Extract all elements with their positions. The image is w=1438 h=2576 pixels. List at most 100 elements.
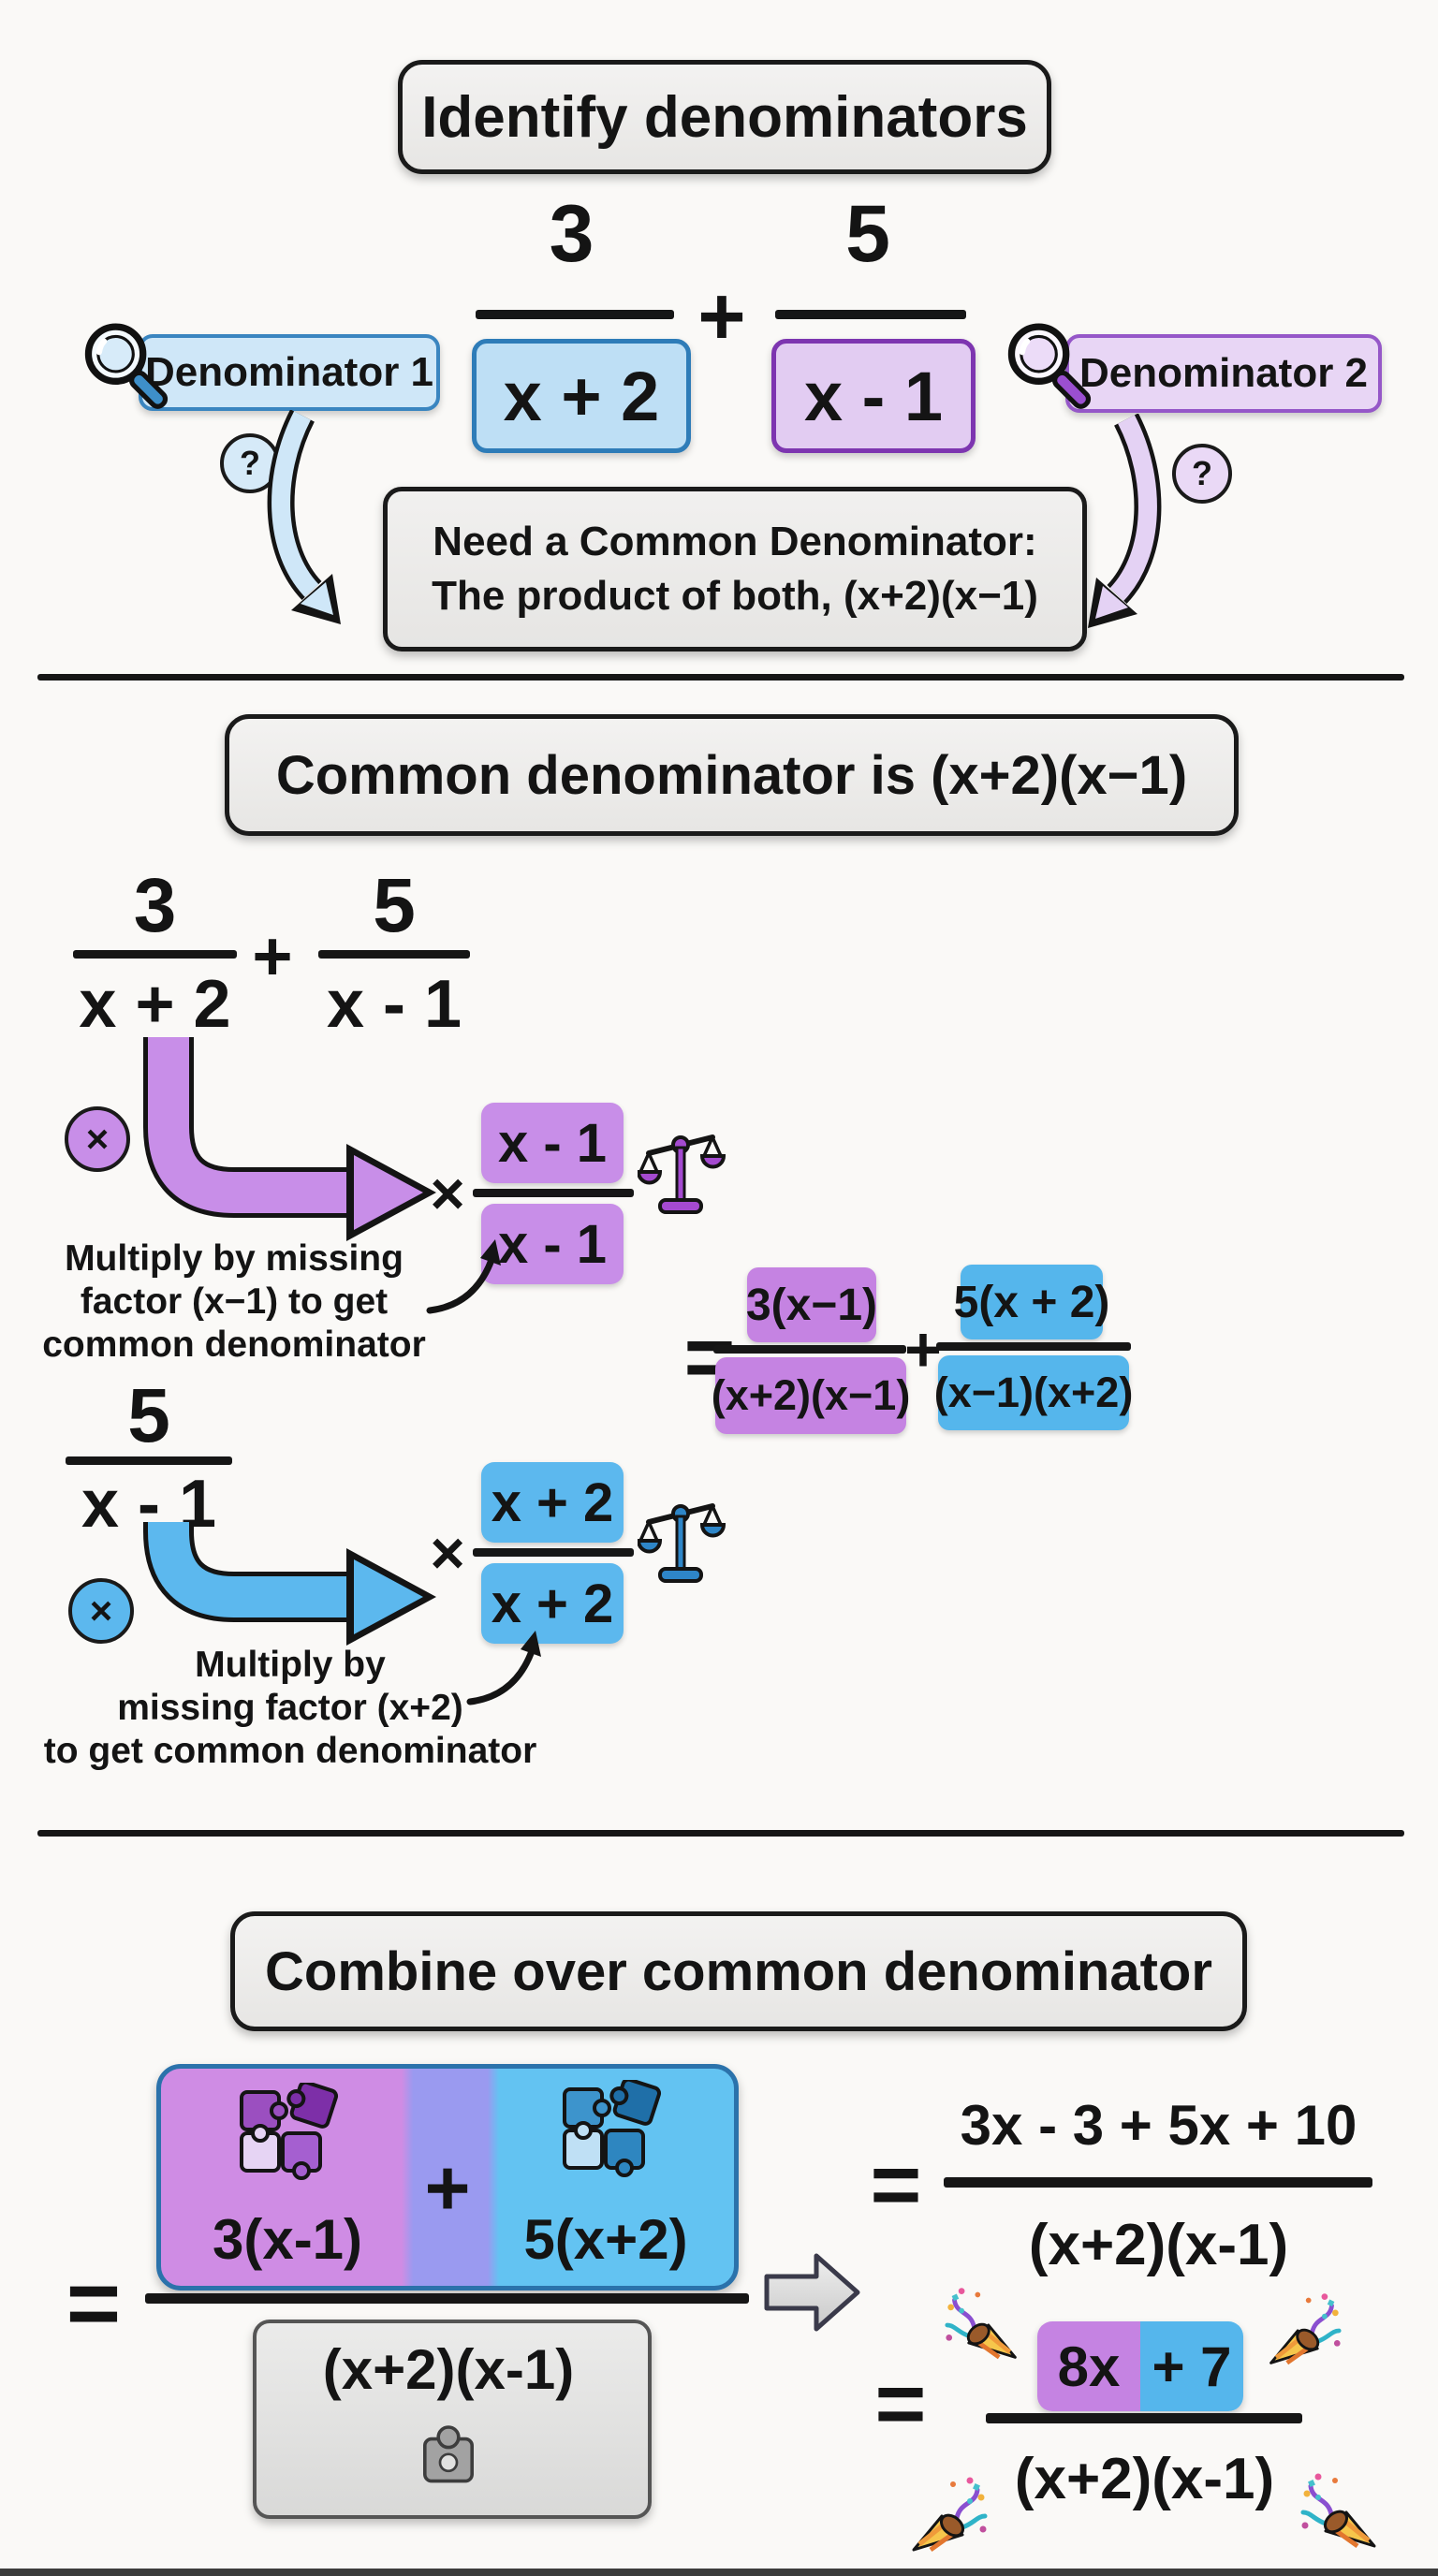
numerator-right-text: 5(x+2) [523, 2207, 688, 2271]
factor2-denominator: x + 2 [491, 1573, 614, 1634]
fraction1-numerator: 3 [549, 188, 594, 279]
equation-frac2-denominator-box: (x−1)(x+2) [934, 1355, 1133, 1430]
expr-plus: + [252, 916, 293, 995]
common-denominator-note: Need a Common Denominator: The product o… [383, 487, 1087, 651]
step1-title: Identify denominators [421, 84, 1028, 150]
fraction1-denominator: x + 2 [503, 357, 660, 435]
step3-denominator: (x+2)(x-1) [257, 2338, 640, 2401]
numerator-left-text: 3(x-1) [212, 2207, 363, 2271]
puzzle-pieces-icon-blue [563, 2080, 662, 2177]
final-fraction-bar [986, 2413, 1302, 2423]
caption-multiply1: Multiply by missing factor (x−1) to get … [37, 1237, 431, 1367]
denominator2-label: Denominator 2 [1065, 334, 1382, 413]
party-popper-icon-top-left [945, 2288, 1017, 2360]
puzzle-piece-icon-gray [423, 2425, 474, 2483]
final-denominator: (x+2)(x-1) [974, 2439, 1315, 2518]
step3-fraction-bar [145, 2293, 749, 2304]
equation-frac1-numerator-box: 3(x−1) [745, 1267, 878, 1342]
final-numerator-pill: 8x + 7 [1037, 2321, 1243, 2411]
factor2-denominator-box: x + 2 [481, 1563, 624, 1644]
step2-title: Common denominator is (x+2)(x−1) [275, 744, 1188, 806]
small-curved-arrow-icon-2 [466, 1631, 541, 1705]
equation-plus: + [904, 1314, 942, 1385]
note-line2: The product of both, (x+2)(x−1) [432, 573, 1038, 619]
caption-multiply2: Multiply by missing factor (x+2) to get … [19, 1644, 562, 1773]
equation-frac2-denominator: (x−1)(x+2) [933, 1368, 1134, 1416]
final-numerator-right: + 7 [1140, 2321, 1243, 2411]
puzzle-pieces-icon-purple [240, 2083, 339, 2180]
equation-frac2-numerator: 5(x + 2) [953, 1277, 1110, 1327]
fraction2-numerator: 5 [845, 188, 890, 279]
caption1-line3: common denominator [42, 1325, 426, 1366]
final-numerator-left: 8x [1057, 2334, 1121, 2398]
expr-numerator1: 3 [133, 863, 177, 948]
section-divider-2 [37, 1830, 1404, 1837]
expr-bar2 [318, 950, 470, 959]
combined-numerator-box: 3(x-1) + 5(x+2) [156, 2064, 739, 2291]
numerator-left-term: 3(x-1) [175, 2207, 400, 2271]
expanded-fraction-bar [944, 2177, 1372, 2188]
factor2-numerator-box: x + 2 [481, 1462, 624, 1543]
equation-frac1-numerator: 3(x−1) [745, 1280, 878, 1330]
expanded-numerator: 3x - 3 + 5x + 10 [946, 2091, 1372, 2159]
caption1-line1: Multiply by missing [65, 1238, 404, 1279]
section-divider-1 [37, 674, 1404, 681]
factor1-denominator: x - 1 [497, 1213, 608, 1275]
final-equals: = [874, 2354, 927, 2452]
circled-times-purple: × [85, 1117, 110, 1161]
small-curved-arrow-icon-1 [426, 1239, 501, 1314]
equation-frac1-denominator: (x+2)(x−1) [711, 1371, 911, 1419]
caption1-line2: factor (x−1) to get [80, 1281, 389, 1323]
equation-frac2-bar [936, 1342, 1131, 1351]
expr-denominator1-text: x + 2 [79, 967, 231, 1042]
elbow-arrow-icon-purple [143, 1037, 436, 1241]
expr-denominator1: x + 2 [73, 967, 237, 1042]
final-denominator-text: (x+2)(x-1) [1014, 2446, 1275, 2511]
magnifier-icon-purple [1007, 323, 1092, 409]
factor1-numerator-box: x - 1 [481, 1103, 624, 1183]
question-mark-right: ? [1192, 454, 1212, 492]
times-symbol-purple: × [430, 1160, 465, 1227]
denominator2-text: Denominator 2 [1078, 350, 1369, 396]
numerator-right-term: 5(x+2) [493, 2207, 718, 2271]
fraction-second-numerator: 5 [127, 1373, 170, 1458]
caption2-line1: Multiply by [195, 1645, 386, 1685]
fraction1-denominator-box: x + 2 [472, 339, 691, 453]
elbow-arrow-icon-blue [143, 1522, 436, 1646]
step3-equals: = [66, 2250, 122, 2356]
fraction2-denominator: x - 1 [803, 357, 944, 435]
expr-denominator2: x - 1 [318, 967, 470, 1042]
circled-multiply-icon-blue: × [68, 1578, 134, 1644]
factor1-bar [473, 1189, 634, 1197]
party-popper-icon-bottom-right [1300, 2473, 1376, 2549]
curved-arrow-icon-left [267, 410, 341, 624]
step2-title-box: Common denominator is (x+2)(x−1) [225, 714, 1239, 836]
expanded-denominator: (x+2)(x-1) [946, 2205, 1372, 2284]
factor1-numerator: x - 1 [497, 1112, 608, 1174]
question-mark-left: ? [240, 444, 260, 482]
factor2-bar [473, 1548, 634, 1557]
note-line1: Need a Common Denominator: [433, 518, 1037, 564]
expr-bar1 [73, 950, 237, 959]
step3-denominator-text: (x+2)(x-1) [322, 2337, 575, 2401]
step3-title-box: Combine over common denominator [230, 1911, 1247, 2031]
fraction2-denominator-box: x - 1 [771, 339, 976, 453]
denominator1-text: Denominator 1 [144, 349, 434, 395]
times-symbol-blue: × [430, 1519, 465, 1587]
final-numerator-right-text: + 7 [1152, 2334, 1232, 2398]
expanded-numerator-text: 3x - 3 + 5x + 10 [960, 2093, 1357, 2157]
caption2-line2: missing factor (x+2) [117, 1688, 463, 1729]
question-badge-right: ? [1172, 444, 1232, 504]
expr-denominator2-text: x - 1 [326, 967, 462, 1042]
step1-title-box: Identify denominators [398, 60, 1051, 174]
right-arrow-icon [764, 2253, 860, 2332]
fraction-second-bar [66, 1456, 232, 1465]
expanded-denominator-text: (x+2)(x-1) [1028, 2212, 1289, 2277]
expr-numerator2: 5 [373, 863, 416, 948]
numerator-plus: + [424, 2143, 471, 2232]
party-popper-icon-bottom-left [912, 2477, 988, 2553]
expanded-equals: = [870, 2135, 922, 2233]
caption2-line3: to get common denominator [43, 1731, 537, 1772]
party-popper-icon-top-right [1269, 2293, 1342, 2365]
